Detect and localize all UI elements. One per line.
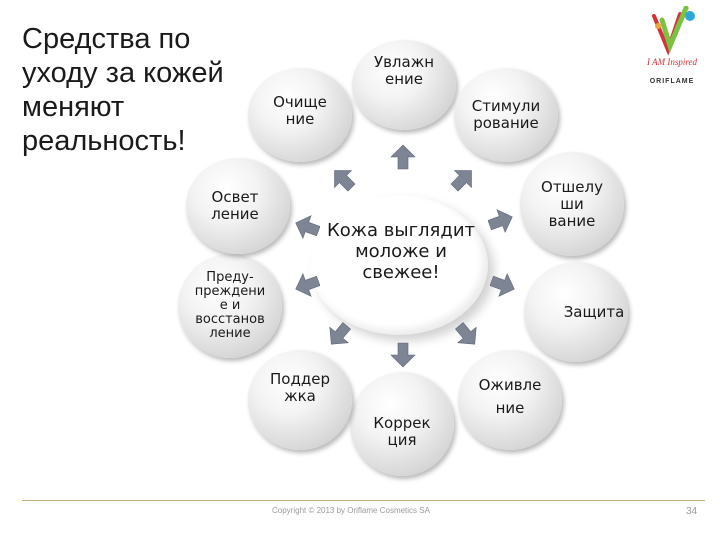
title-line: Средства по	[22, 23, 191, 55]
footer-divider	[22, 500, 705, 501]
title-line: меняют	[22, 91, 125, 123]
arrow-up-right-icon	[450, 170, 472, 192]
node-protection: Защита	[524, 262, 628, 362]
arrow-up-icon	[390, 144, 416, 170]
arrow-up-left-icon	[334, 170, 356, 192]
arrow-down-right-icon	[455, 322, 477, 345]
center-label: Кожа выглядит моложе и свежее!	[327, 220, 475, 283]
copyright-text: Copyright © 2013 by Oriflame Cosmetics S…	[272, 506, 430, 515]
arrow-right-down-icon	[490, 272, 515, 297]
oriflame-logo-icon	[652, 6, 695, 56]
node-support: Поддер жка	[248, 350, 352, 450]
logo-brand: ORIFLAME	[649, 78, 695, 85]
logo-tagline: I AM Inspired	[647, 57, 697, 67]
title-line: уходу за кожей	[22, 57, 224, 89]
arrow-left-down-icon	[295, 272, 320, 297]
node-exfoliation: Отшелу ши вание	[520, 152, 624, 256]
center-circle	[310, 195, 488, 335]
arrow-right-up-icon	[488, 209, 513, 234]
node-moisturizing: Увлажн ение	[352, 40, 456, 130]
slide-title: Средства по уходу за кожей меняют реальн…	[22, 22, 252, 158]
node-stimulation: Стимули рование	[454, 68, 558, 162]
arrow-left-up-icon	[295, 215, 320, 240]
node-revival: Оживле ние	[458, 350, 562, 450]
node-cleansing: Очище ние	[248, 68, 352, 162]
node-brightening: Освет ление	[186, 158, 290, 254]
node-prevention: Преду- преждени е и восстанов ление	[178, 254, 282, 358]
title-line: реальность!	[22, 125, 186, 157]
page-number: 34	[686, 506, 698, 517]
node-correction: Коррек ция	[350, 372, 454, 476]
arrow-down-icon	[390, 342, 416, 368]
arrow-down-left-icon	[329, 322, 351, 345]
